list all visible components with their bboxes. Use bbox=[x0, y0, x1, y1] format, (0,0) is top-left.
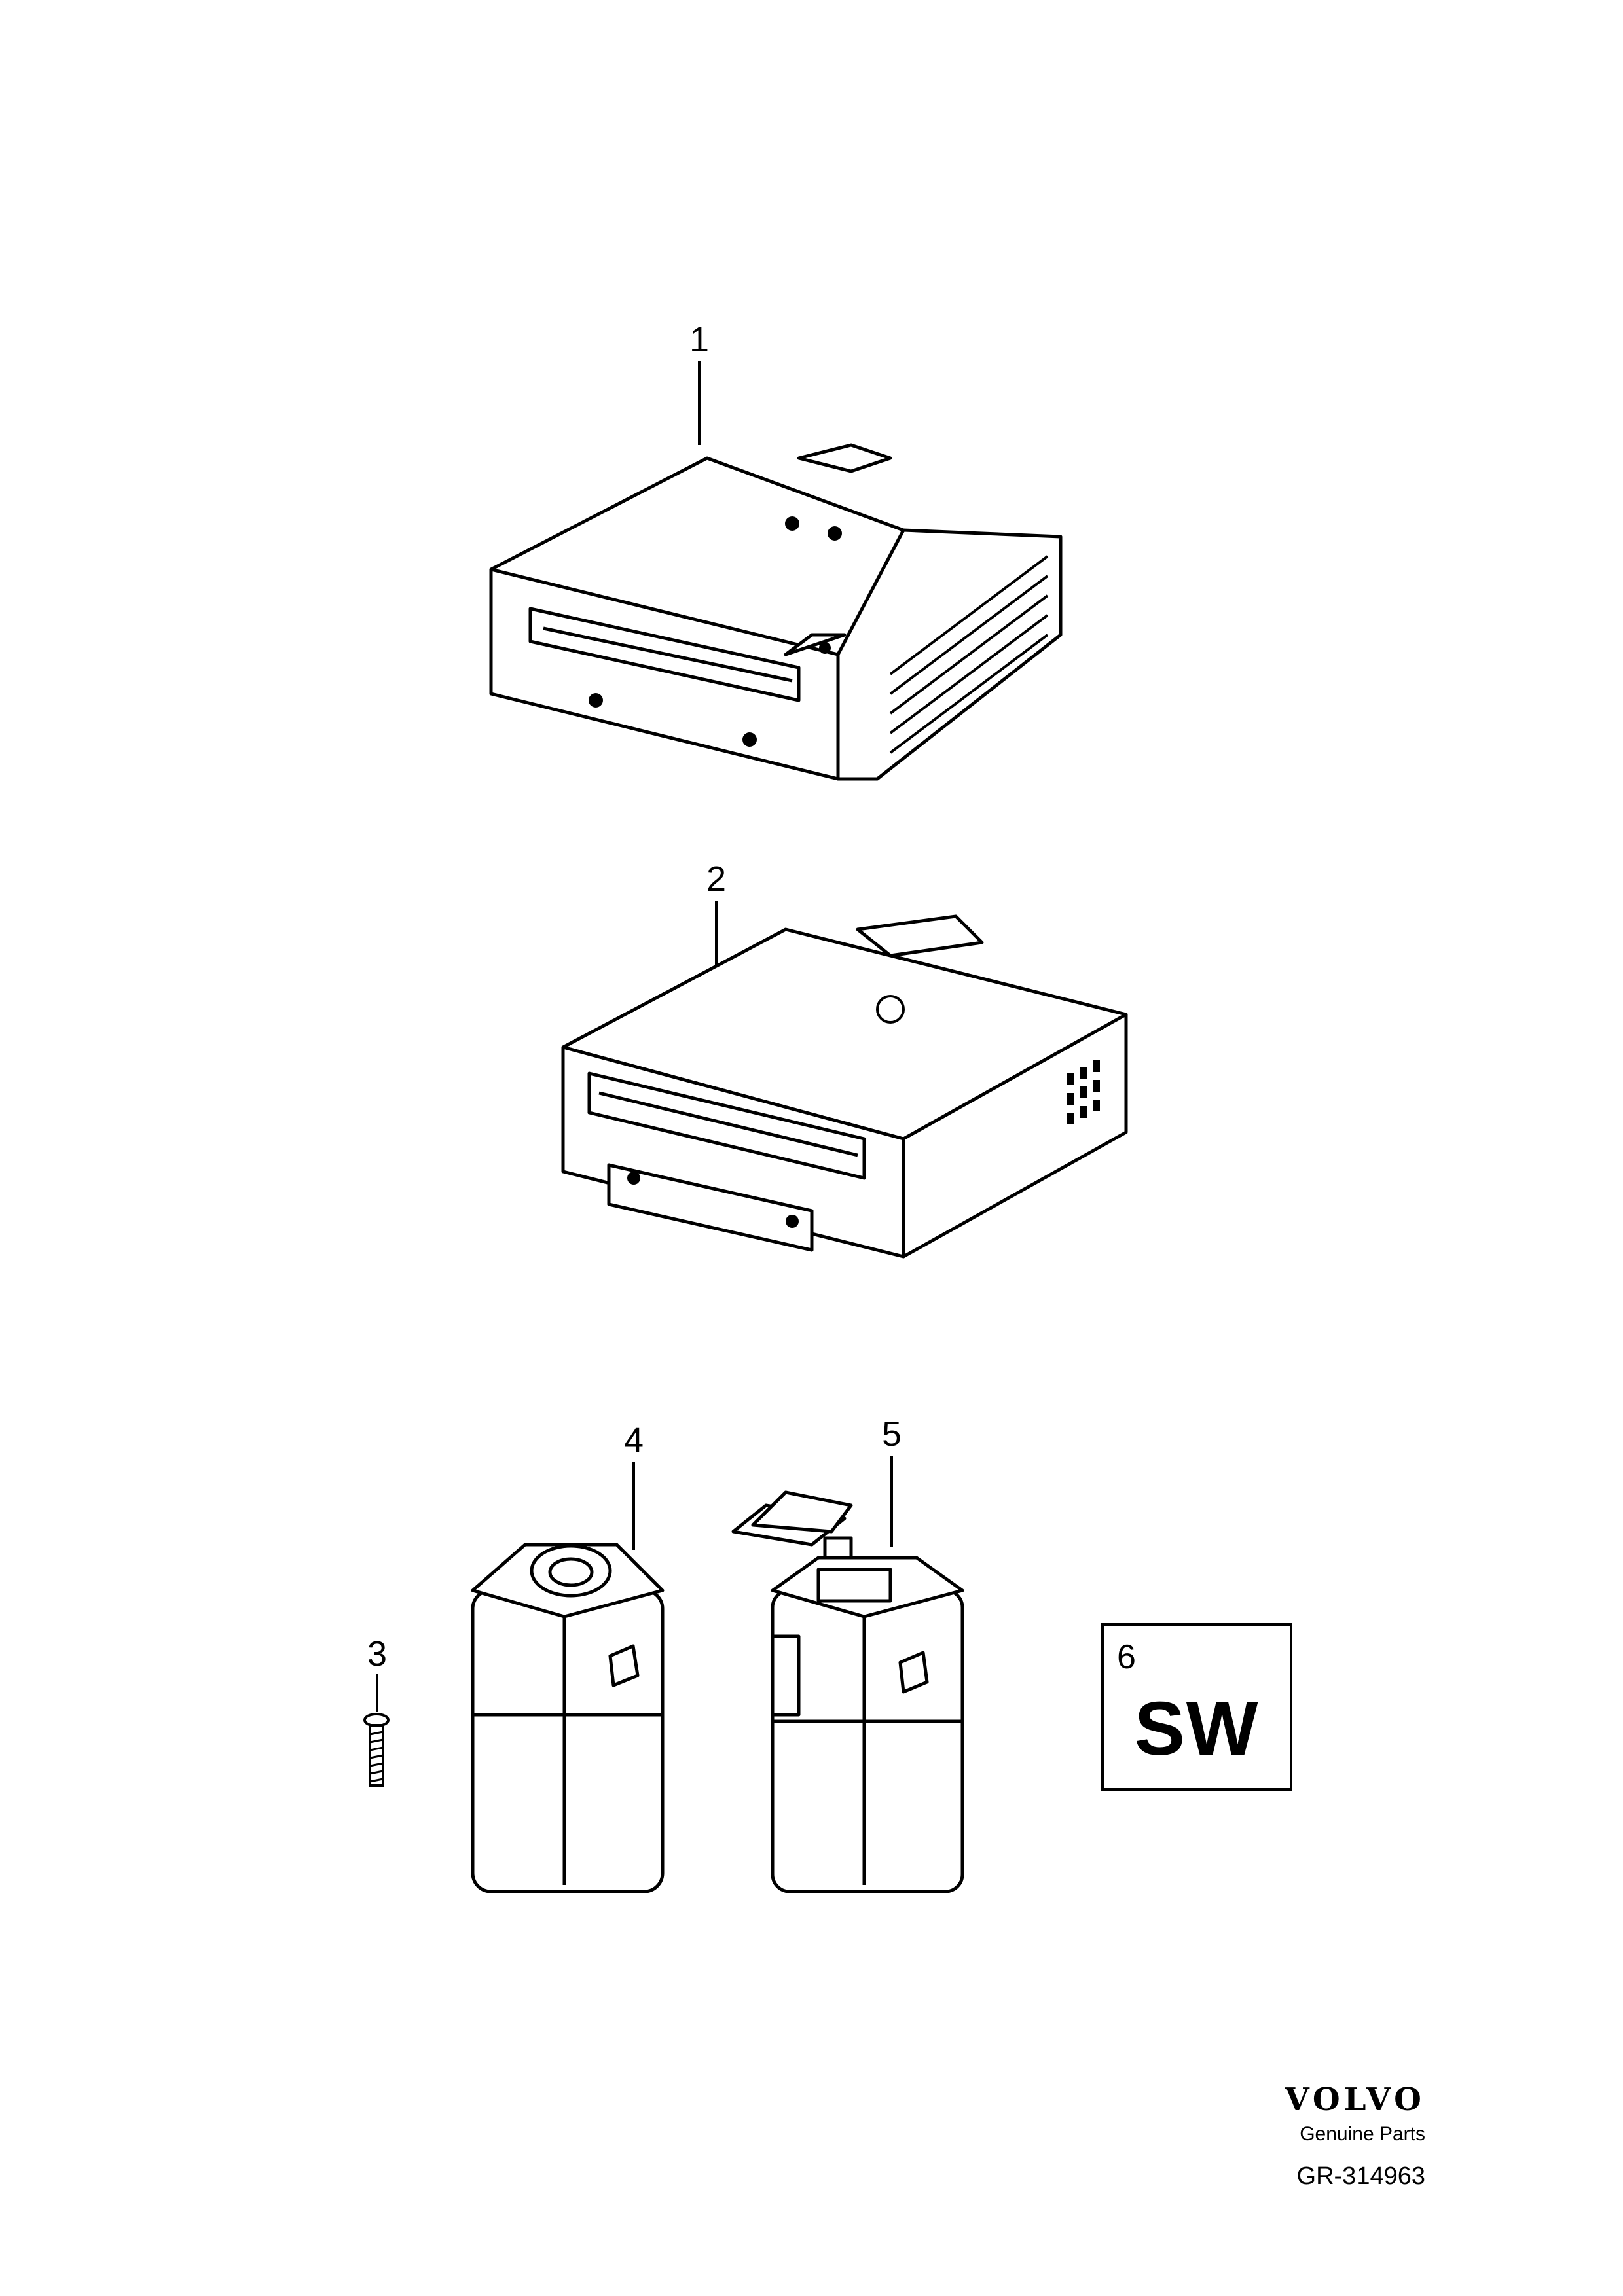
callout-3: 3 bbox=[367, 1634, 388, 1674]
sw-item-number: 6 bbox=[1117, 1638, 1136, 1676]
diagram-code: GR-314963 bbox=[1296, 2162, 1425, 2190]
callout-4: 4 bbox=[623, 1421, 644, 1460]
sw-label: SW bbox=[1134, 1686, 1260, 1771]
leader-line-4 bbox=[632, 1462, 635, 1550]
relay-module-with-connector-icon bbox=[731, 1490, 964, 1893]
callout-5: 5 bbox=[881, 1414, 902, 1454]
screw-icon bbox=[363, 1713, 390, 1787]
radio-unit-icon bbox=[561, 914, 1128, 1259]
brand-subtitle: Genuine Parts bbox=[1300, 2123, 1425, 2145]
callout-1: 1 bbox=[689, 320, 710, 359]
relay-module-icon bbox=[471, 1543, 665, 1893]
leader-line-2 bbox=[715, 901, 718, 965]
volvo-logo: VOLVO bbox=[1285, 2081, 1425, 2118]
leader-line-3 bbox=[376, 1674, 378, 1712]
brand-block: VOLVO Genuine Parts GR-314963 bbox=[1285, 2081, 1425, 2191]
leader-line-1 bbox=[698, 361, 701, 445]
leader-line-5 bbox=[890, 1456, 893, 1547]
software-box: 6 SW bbox=[1101, 1623, 1292, 1791]
callout-2: 2 bbox=[706, 859, 727, 899]
cd-changer-unit-icon bbox=[489, 443, 1063, 781]
